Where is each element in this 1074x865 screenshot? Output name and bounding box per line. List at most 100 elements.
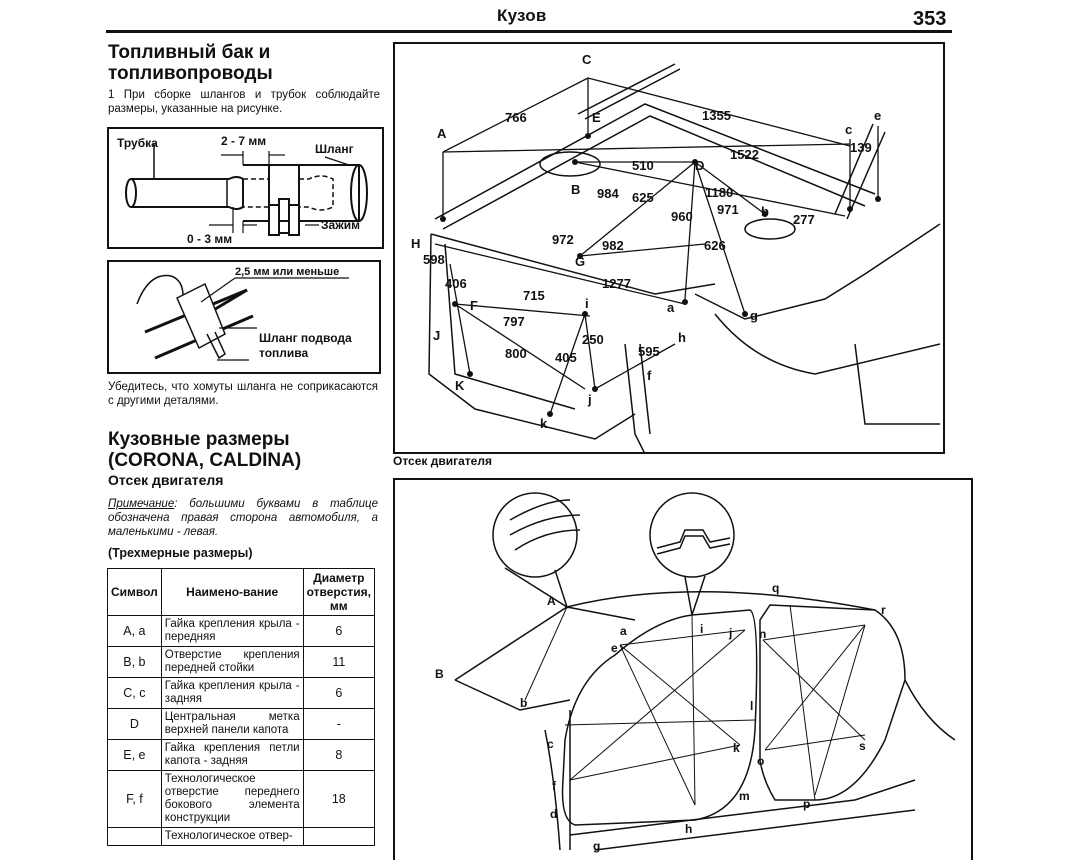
body-dims-title-line2: (CORONA, CALDINA)	[108, 450, 302, 471]
header-symbol: Символ	[107, 568, 162, 616]
note-text: : большими буквами в таблице обозначена …	[108, 498, 378, 538]
hose-dimension-figure: Трубка 2 - 7 мм Шланг 0 - 3 мм Зажим	[107, 127, 384, 249]
dim-139: 139	[850, 140, 872, 155]
side-point-a: a	[620, 624, 627, 638]
cell-symbol	[107, 827, 162, 846]
point-E: E	[592, 110, 601, 125]
table-row: D Центральная метка верхней панели капот…	[107, 708, 376, 740]
side-point-m: m	[739, 789, 750, 803]
dim-598: 598	[423, 252, 445, 267]
cell-name: Технологическое отвер-	[160, 827, 304, 846]
dim-595: 595	[638, 344, 660, 359]
three-d-dims-label: (Трехмерные размеры)	[108, 546, 253, 560]
fuel-section-title: Топливный бак и топливопроводы	[108, 42, 273, 84]
cell-name: Гайка крепления петли капота - задняя	[160, 739, 304, 771]
engine-figure-caption: Отсек двигателя	[393, 454, 492, 468]
side-point-g: g	[593, 839, 600, 853]
dim-960: 960	[671, 209, 693, 224]
dim-626: 626	[704, 238, 726, 253]
label-dim-bottom: 0 - 3 мм	[187, 232, 232, 246]
side-point-s: s	[859, 739, 866, 753]
side-point-i: i	[700, 622, 703, 636]
body-dims-title: Кузовные размеры (CORONA, CALDINA)	[108, 429, 388, 471]
side-point-j: j	[728, 626, 732, 640]
label-pipe: Трубка	[117, 136, 158, 150]
note-label: Примечание	[108, 498, 175, 510]
body-dims-title-line1: Кузовные размеры	[108, 429, 290, 450]
cell-symbol: A, a	[107, 615, 162, 647]
side-point-p: p	[803, 797, 810, 811]
fuel-step-1: 1 При сборке шлангов и трубок соблюдайте…	[108, 89, 380, 115]
cell-diameter: -	[302, 708, 376, 740]
side-point-q: q	[772, 581, 779, 595]
dim-277: 277	[793, 212, 815, 227]
table-row: B, b Отверстие крепления передней стойки…	[107, 646, 376, 678]
point-i: i	[585, 296, 589, 311]
label-gap: 2,5 мм или меньше	[235, 266, 339, 278]
label-hose: Шланг	[315, 142, 354, 156]
table-row: A, a Гайка крепления крыла - передняя 6	[107, 615, 376, 647]
label-hose-line2: топлива	[259, 346, 309, 360]
table-row: E, e Гайка крепления петли капота - задн…	[107, 739, 376, 771]
dim-510: 510	[632, 158, 654, 173]
table-header-row: Символ Наимено-вание Диаметр отверстия, …	[107, 568, 376, 616]
point-H: H	[411, 236, 420, 251]
cell-symbol: E, e	[107, 739, 162, 771]
section-title: Кузов	[497, 6, 547, 25]
hose-clearance-drawing: 2,5 мм или меньше Шланг подвода топлива	[136, 266, 352, 361]
side-point-e: e	[611, 641, 618, 655]
point-F: F	[470, 298, 478, 313]
cell-name: Отверстие крепления передней стойки	[160, 646, 304, 678]
engine-bay-drawing: 766 1355 1522 139 510 984 625 1180 960 9…	[411, 52, 941, 455]
point-J: J	[433, 328, 440, 343]
side-point-b: b	[520, 696, 527, 710]
side-point-f: f	[552, 779, 557, 793]
cell-symbol: C, c	[107, 677, 162, 709]
point-C: C	[582, 52, 592, 67]
clamp-note: Убедитесь, что хомуты шланга не соприкас…	[108, 381, 378, 407]
dim-972: 972	[552, 232, 574, 247]
point-a: a	[667, 300, 675, 315]
dim-715: 715	[523, 288, 545, 303]
cell-symbol: F, f	[107, 770, 162, 828]
cell-diameter	[302, 827, 376, 846]
table-row: F, f Технологическое отверстие переднего…	[107, 770, 376, 828]
side-point-n: n	[759, 627, 766, 641]
dim-797: 797	[503, 314, 525, 329]
dim-1180: 1180	[705, 185, 733, 200]
cell-diameter: 6	[302, 615, 376, 647]
point-h: h	[678, 330, 686, 345]
point-B: B	[571, 182, 580, 197]
cell-symbol: D	[107, 708, 162, 740]
table-row: Технологическое отвер-	[107, 827, 376, 846]
cell-name: Гайка крепления крыла - задняя	[160, 677, 304, 709]
engine-bay-heading: Отсек двигателя	[108, 472, 224, 488]
dim-982: 982	[602, 238, 624, 253]
engine-bay-figure: 766 1355 1522 139 510 984 625 1180 960 9…	[393, 42, 945, 455]
cell-diameter: 18	[302, 770, 376, 828]
cell-diameter: 11	[302, 646, 376, 678]
side-point-l: l	[750, 699, 753, 713]
page-number: 353	[913, 8, 947, 30]
side-point-h: h	[685, 822, 692, 836]
header-rule	[106, 30, 952, 33]
point-D: D	[695, 158, 704, 173]
dim-800: 800	[505, 346, 527, 361]
dim-1355: 1355	[702, 108, 731, 123]
side-body-figure: A B a b c d e f g h i j k l m n o p q r …	[393, 478, 973, 860]
dim-971: 971	[717, 202, 739, 217]
side-point-r: r	[881, 603, 886, 617]
dim-1277: 1277	[602, 276, 631, 291]
label-hose-line1: Шланг подвода	[259, 331, 352, 345]
cell-name: Гайка крепления крыла - передняя	[160, 615, 304, 647]
dim-766: 766	[505, 110, 527, 125]
side-point-d: d	[550, 807, 557, 821]
point-A: A	[437, 126, 447, 141]
table-row: C, c Гайка крепления крыла - задняя 6	[107, 677, 376, 709]
cell-name: Центральная метка верхней панели капота	[160, 708, 304, 740]
side-point-c: c	[547, 737, 554, 751]
header-diameter: Диаметр отверстия, мм	[302, 568, 376, 616]
dim-625: 625	[632, 190, 654, 205]
point-e: e	[874, 108, 881, 123]
side-body-drawing: A B a b c d e f g h i j k l m n o p q r …	[435, 492, 956, 853]
